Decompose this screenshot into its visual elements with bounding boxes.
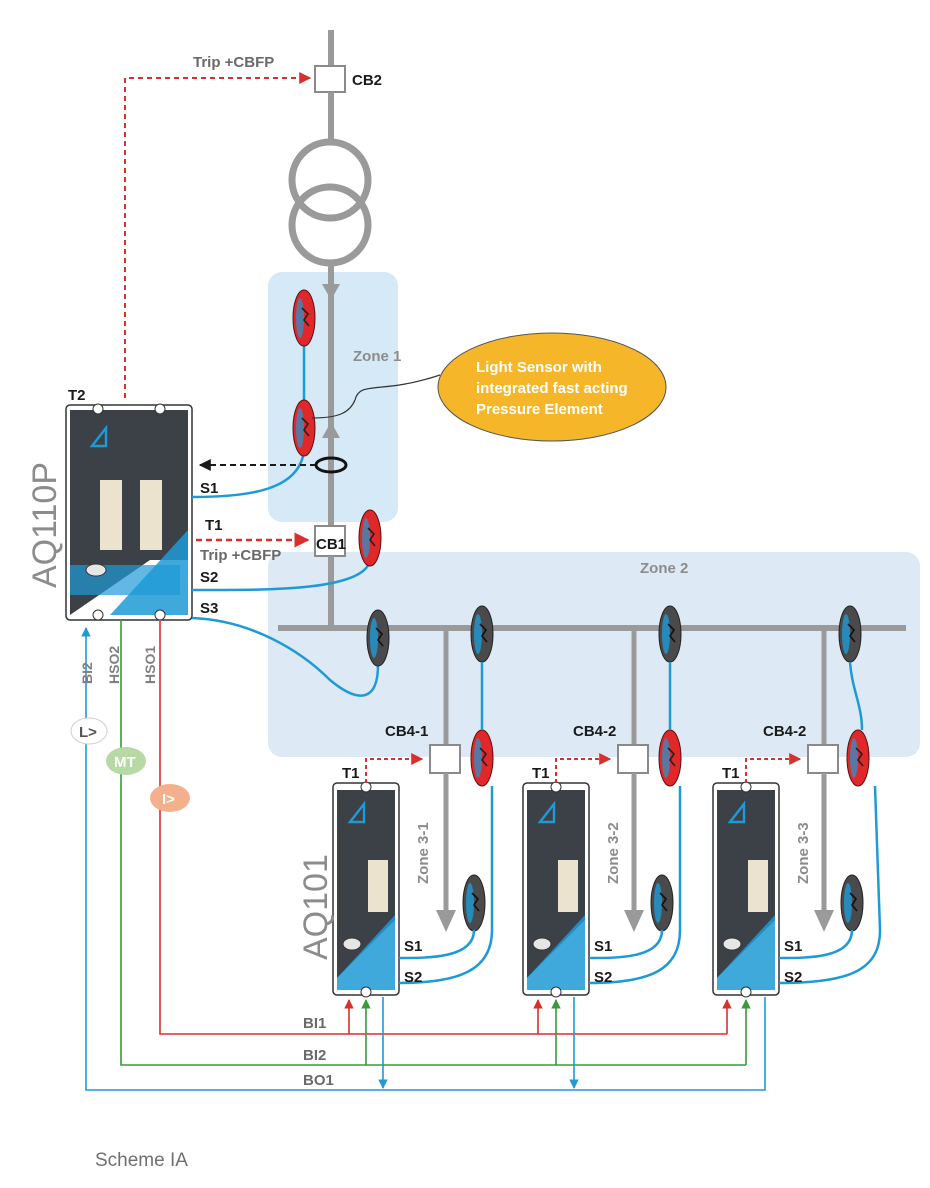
feeder2-t1-label: T1 (532, 765, 550, 782)
mt-badge: MT (114, 754, 136, 771)
aq101-relay-1 (332, 781, 400, 998)
feeder2-zone-label: Zone 3-2 (605, 822, 622, 884)
zone1-label: Zone 1 (353, 348, 401, 365)
l-badge-bg (70, 717, 108, 745)
feeder2-s2-label: S2 (594, 969, 612, 986)
sensor-feeder3-gray (840, 874, 864, 932)
feeder1-fiber-s2 (398, 786, 494, 985)
sensor-zone1-upper (292, 289, 316, 347)
feeder3-fiber-s2 (778, 785, 882, 985)
feeder2-cb-label: CB4-2 (573, 723, 616, 740)
feeder1-t1-label: T1 (342, 765, 360, 782)
feeder-1-line (429, 628, 461, 932)
feeder1-trip (365, 753, 424, 783)
s1-label: S1 (200, 480, 218, 497)
bi2-label: BI2 (303, 1047, 326, 1064)
feeder2-fiber-s2 (588, 786, 682, 985)
t1-main-label: T1 (205, 517, 223, 534)
hso2-vertical-label: HSO2 (106, 646, 122, 684)
feeder3-zone-label: Zone 3-3 (795, 822, 812, 884)
cb1-label: CB1 (316, 536, 346, 553)
callout-line2: integrated fast acting (476, 380, 628, 397)
feeder1-zone-label: Zone 3-1 (415, 822, 432, 884)
s3-label: S3 (200, 600, 218, 617)
aq101-label: AQ101 (297, 854, 335, 960)
bi2-wire (81, 627, 766, 1091)
sensor-feeder1-gray (462, 874, 486, 932)
sensor-zone2-2 (470, 605, 494, 663)
zone2-label: Zone 2 (640, 560, 688, 577)
cb2-label: CB2 (352, 72, 382, 89)
bo1-label: BO1 (303, 1072, 334, 1089)
aq110p-label: AQ110P (26, 462, 64, 588)
sensor-feeder2-red (658, 729, 682, 787)
trip-cbfp-mid-label: Trip +CBFP (200, 547, 281, 564)
feeder3-trip (745, 753, 802, 783)
sensor-feeder3-red (846, 729, 870, 787)
mt-badge-bg (106, 747, 146, 775)
feeder-3-line (807, 628, 839, 932)
aq110p-relay (65, 403, 193, 621)
feeder2-trip (555, 753, 612, 783)
callout-leader (311, 374, 441, 419)
feeder3-t1-label: T1 (722, 765, 740, 782)
hso1-vertical-label: HSO1 (142, 646, 158, 684)
flow-arrow-down (322, 284, 340, 300)
feeder1-cb-label: CB4-1 (385, 723, 428, 740)
feeder2-fiber-s1 (588, 929, 664, 960)
feeder1-s2-label: S2 (404, 969, 422, 986)
power-transformer (288, 138, 372, 267)
t2-label: T2 (68, 387, 86, 404)
l-badge: L> (79, 724, 97, 741)
callout-line1: Light Sensor with (476, 359, 602, 376)
fiber-s2 (191, 559, 372, 592)
i-badge: I> (162, 791, 175, 808)
sensor-zone2-1 (366, 609, 390, 667)
zone-2-area (268, 552, 920, 757)
sensor-feeder2-gray (650, 874, 674, 932)
callout-line3: Pressure Element (476, 401, 603, 418)
fiber-s3 (191, 616, 380, 697)
s2-label: S2 (200, 569, 218, 586)
feeder3-s2-label: S2 (784, 969, 802, 986)
feeder3-s1-label: S1 (784, 938, 802, 955)
feeder1-s1-label: S1 (404, 938, 422, 955)
sensor-zone2-3 (658, 605, 682, 663)
bi2-vertical-label: BI2 (79, 662, 95, 684)
sensor-zone1-lower (292, 399, 316, 457)
sensor-cb1 (358, 509, 382, 567)
bi1-label: BI1 (303, 1015, 326, 1032)
i-badge-bg (150, 784, 190, 812)
aq101-relay-3 (712, 781, 780, 998)
feeder3-fiber-s1 (778, 929, 854, 960)
feeder2-s1-label: S1 (594, 938, 612, 955)
footer-caption: Scheme IA (95, 1150, 188, 1171)
feeder3-fiber-link (848, 661, 864, 731)
sensor-feeder1-red (470, 729, 494, 787)
feeder1-fiber-s1 (398, 929, 476, 960)
trip-cbfp-top-label: Trip +CBFP (193, 54, 274, 71)
trip-t2-line (124, 72, 312, 398)
feeder-2-line (617, 628, 649, 932)
aq101-relay-2 (522, 781, 590, 998)
callout-bubble (437, 332, 667, 442)
flow-arrow-up (322, 422, 340, 438)
feeder3-cb-label: CB4-2 (763, 723, 806, 740)
sensor-zone2-4 (838, 605, 862, 663)
cb2-breaker (314, 65, 346, 93)
